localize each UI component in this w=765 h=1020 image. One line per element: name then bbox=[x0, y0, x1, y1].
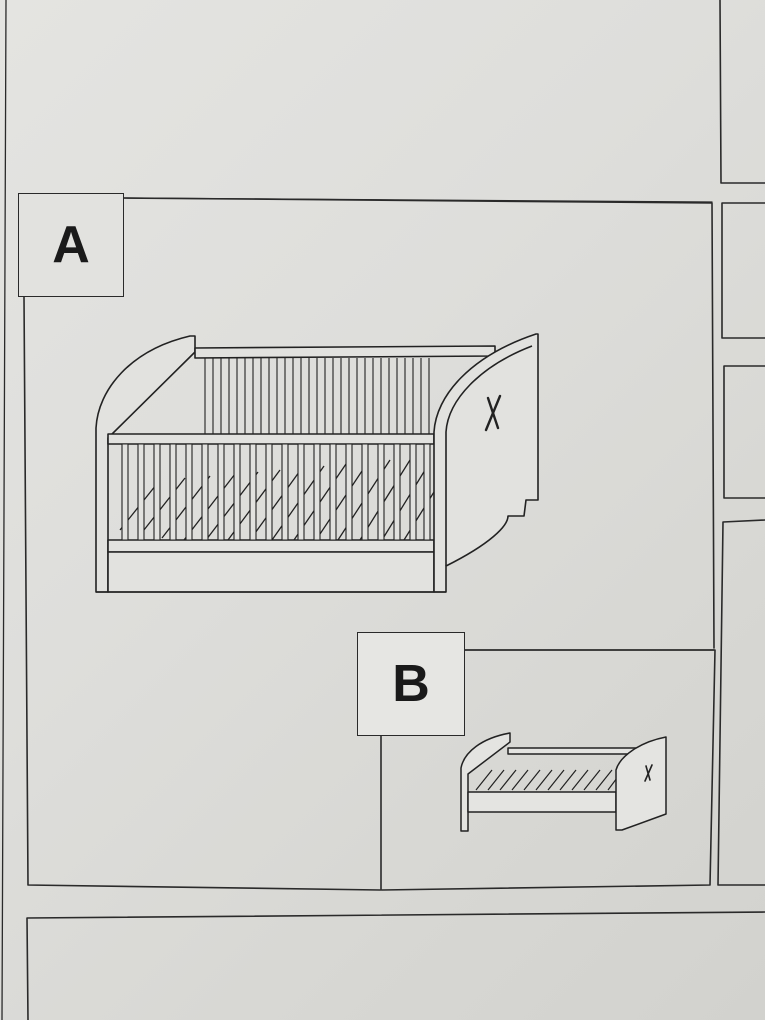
crib-right-end-edge bbox=[445, 345, 533, 566]
crib-illustration bbox=[95, 333, 539, 593]
crib-back-rail bbox=[194, 345, 496, 359]
right-panel-3 bbox=[723, 365, 765, 499]
toddler-bed-illustration bbox=[460, 732, 667, 832]
bottom-panel-frame bbox=[26, 911, 765, 1020]
crib-right-end-panel bbox=[433, 333, 539, 593]
bed-x-mark-icon bbox=[644, 764, 653, 782]
right-panel-2 bbox=[721, 202, 765, 339]
x-mark-icon bbox=[484, 394, 502, 432]
panel-b-frame bbox=[380, 649, 715, 891]
crib-front-bottom bbox=[107, 551, 435, 593]
panel-b-label: B bbox=[357, 632, 465, 736]
right-panel-4 bbox=[717, 519, 765, 886]
panel-a-label: A bbox=[18, 193, 124, 297]
bed-right-end-panel bbox=[615, 736, 667, 831]
left-margin-line bbox=[1, 0, 7, 1020]
crib-front-rail bbox=[107, 433, 435, 445]
bed-front-board bbox=[467, 791, 617, 813]
bed-back-rail bbox=[507, 747, 641, 755]
crib-front-slats bbox=[121, 443, 431, 541]
right-panel-top bbox=[719, 0, 765, 184]
crib-back-slats bbox=[204, 358, 430, 435]
bed-left-end-panel bbox=[460, 732, 511, 832]
crib-left-end-panel bbox=[95, 335, 196, 593]
crib-base-slats bbox=[119, 459, 435, 541]
crib-base-board bbox=[107, 539, 435, 553]
bed-base-slats bbox=[475, 769, 621, 791]
